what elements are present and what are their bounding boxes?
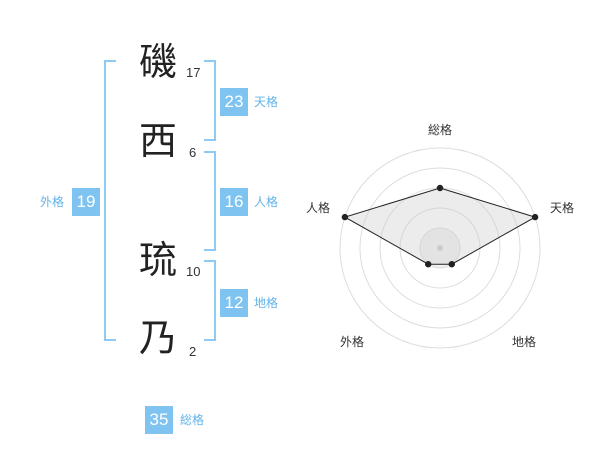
- radar-ring: [339, 147, 541, 349]
- stroke-count-1: 17: [186, 65, 201, 80]
- radar-center-dot: [437, 245, 443, 251]
- stroke-count-2: 6: [189, 145, 197, 160]
- radar-axis-label-tenkaku: 天格: [550, 200, 574, 215]
- chikaku-value-badge: 12: [220, 289, 248, 317]
- jinkaku-label: 人格: [254, 195, 279, 209]
- radar-point: [341, 213, 349, 221]
- radar-point: [448, 261, 455, 268]
- radar-axis-label-chikaku: 地格: [512, 334, 536, 349]
- radar-area: [343, 187, 537, 265]
- name-char-3: 琉: [138, 238, 177, 282]
- radar-axis-label-gaikaku: 外格: [340, 334, 364, 349]
- name-char-1: 磯: [138, 40, 177, 84]
- radar-point: [425, 261, 432, 268]
- tenkaku-value-badge: 23: [220, 88, 248, 116]
- gaikaku-value-badge: 19: [72, 188, 100, 216]
- radar-point: [436, 184, 444, 192]
- stroke-count-3: 10: [186, 264, 201, 279]
- name-char-2: 西: [138, 119, 177, 163]
- chikaku-label: 地格: [254, 296, 279, 310]
- jinkaku-bracket: [204, 151, 216, 251]
- chikaku-bracket: [204, 260, 216, 341]
- radar-ring: [359, 167, 521, 329]
- tenkaku-label: 天格: [254, 95, 279, 109]
- jinkaku-value-badge: 16: [220, 188, 248, 216]
- stroke-count-4: 2: [189, 344, 197, 359]
- radar-axis-label-jinkaku: 人格: [306, 200, 330, 215]
- gaikaku-label: 外格: [40, 195, 65, 209]
- gaikaku-bracket: [104, 60, 116, 341]
- tenkaku-bracket: [204, 60, 216, 141]
- name-char-4: 乃: [138, 316, 177, 360]
- radar-axis-label-soukaku: 総格: [428, 122, 452, 137]
- soukaku-value-badge: 35: [145, 406, 173, 434]
- soukaku-label: 総格: [180, 413, 205, 427]
- radar-point: [531, 213, 539, 221]
